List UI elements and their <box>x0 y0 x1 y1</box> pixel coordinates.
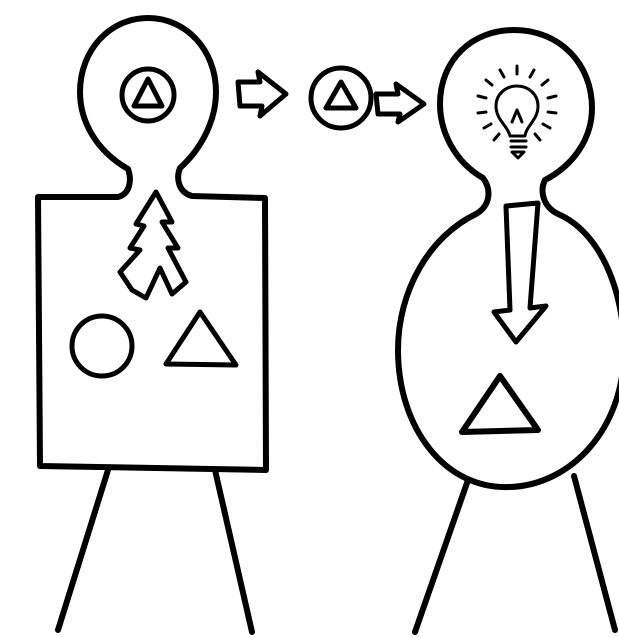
knowledge-transfer-diagram <box>0 0 619 638</box>
